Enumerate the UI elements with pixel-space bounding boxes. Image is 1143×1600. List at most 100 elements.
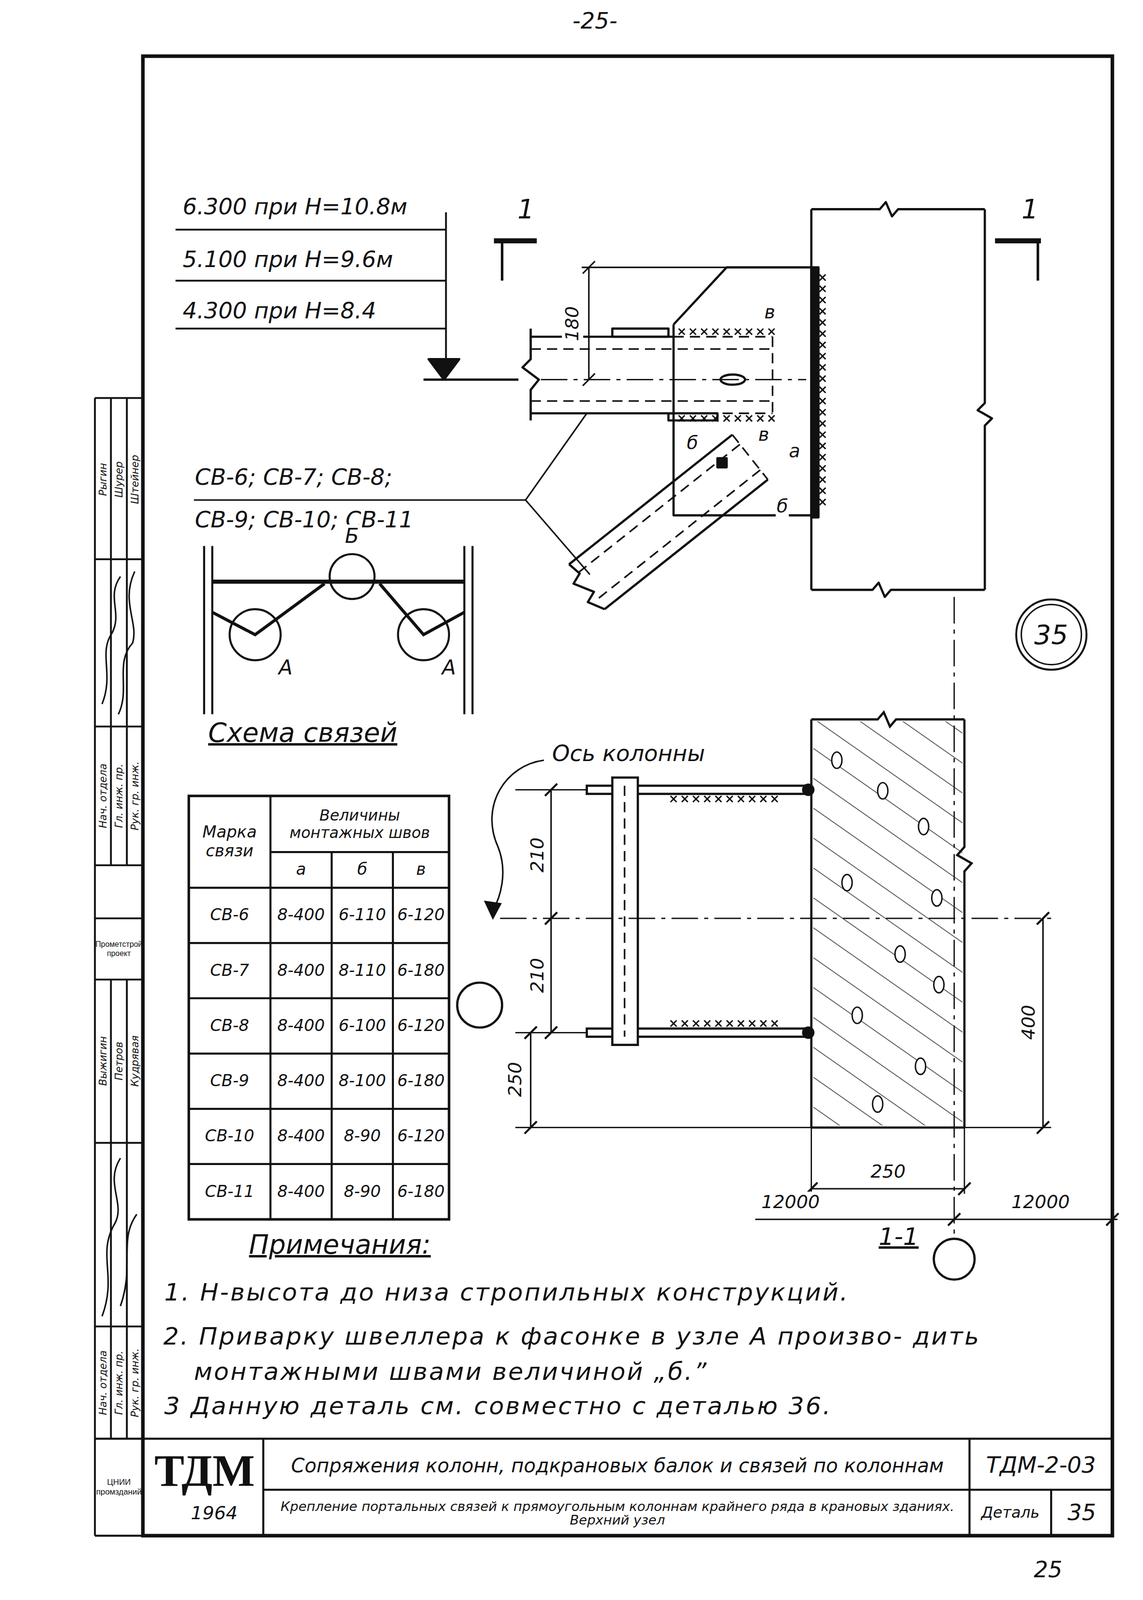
section-view [530,789,1118,1220]
top-view [576,435,768,601]
top-view [581,261,727,386]
weld-symbol [819,476,826,483]
weld-symbol [819,353,826,360]
table-cell: 8-400 [270,887,332,944]
weld-symbol [692,796,700,803]
weld-symbol [723,328,730,335]
weld-mark: а [787,440,801,463]
section-mark: 1 [516,194,536,225]
detail-caption: Деталь [969,1489,1052,1536]
approval-stamp [102,1158,137,1317]
weld-symbol [819,398,826,405]
sheet-frame [94,56,1113,1536]
top-view [175,202,1041,1240]
weld-mark: в [757,424,771,446]
table-cell: СВ-7 [188,943,271,999]
weld-symbol [819,465,826,472]
concrete-aggregate [915,1058,926,1075]
table-cell: 6-180 [392,1053,450,1109]
bracing-scheme [329,554,375,600]
top-view [530,336,773,414]
series-code: ТДМ-2-03 [969,1441,1113,1490]
table-cell: 6-120 [392,1109,450,1165]
top-view [673,267,812,516]
note: 3 Данную деталь см. совместно с деталью … [163,1392,833,1421]
weld-symbol [819,454,826,461]
approval-stamp [94,398,143,1536]
scheme-caption: Схема связей [207,717,399,749]
top-view [717,458,727,468]
weld-symbol [681,1020,689,1027]
weld-symbol [715,1020,722,1027]
sheet-title: Сопряжения колонн, подкрановых балок и с… [267,1442,968,1490]
top-view [494,238,1041,244]
weld-symbol [737,1020,745,1027]
section-view [623,785,626,1038]
organization: ЦНИИ промзданий [94,1439,143,1536]
table-header: а [270,852,332,888]
table-cell: СВ-6 [188,887,271,944]
table-cell: 8-90 [331,1109,393,1165]
weld-symbol [737,796,745,803]
stamp-role: Нач. отдела [96,1349,109,1417]
weld-symbol [771,796,778,803]
weld-symbol [670,274,827,1027]
section-view [803,784,814,796]
table-header: в [392,852,450,888]
dimension: 400 [1018,1004,1040,1042]
top-view [811,267,819,518]
table-cell: 8-400 [270,1053,332,1109]
weld-symbol [819,442,826,450]
stamp-role: Рук. гр. инж. [129,760,141,832]
stamp-role: Гл. инж. пр. [113,763,125,830]
detail-number: 35 [1051,1489,1113,1536]
weld-symbol [701,415,708,422]
section-view [492,760,544,911]
weld-symbol [819,308,826,315]
section-mark: 1 [1020,194,1040,225]
notes-heading: Примечания: [247,1229,432,1261]
stamp-name: Рыгин [96,462,109,497]
circle-outline [1016,599,1087,670]
weld-symbol [760,1020,767,1027]
node-letter: А [440,656,457,680]
section-view [485,902,501,918]
section-view [457,982,503,1028]
member-marks: СВ-6; СВ-7; СВ-8; [194,464,394,491]
weld-symbol [819,409,826,416]
level-mark: 6.300 при Н=10.8м [181,194,409,220]
dimension: 210 [527,957,549,995]
dimension: 12000 [1010,1191,1071,1214]
weld-symbol [819,431,826,438]
node-letter: Б [344,524,361,549]
weld-table [188,796,450,1220]
sheet-frame [94,1439,1113,1536]
weld-symbol [768,415,775,422]
weld-symbol [704,796,711,803]
weld-symbol [670,1020,677,1027]
top-view [194,413,590,575]
circle-outline [1021,604,1082,665]
table-cell: СВ-10 [188,1109,271,1165]
axis-label: Ось колонны [551,740,707,767]
weld-symbol [726,1020,734,1027]
sheet-subtitle: Крепление портальных связей к прямоуголь… [267,1490,968,1536]
weld-symbol [749,796,756,803]
detail-number-circle: 35 [1014,598,1088,672]
weld-symbol [726,796,734,803]
stamp-name: Кудрявая [129,1034,141,1088]
weld-symbol [681,796,689,803]
dimension: 250 [869,1161,907,1183]
weld-symbol [704,1020,711,1027]
weld-symbol [819,487,826,495]
table-cell: 6-120 [392,998,450,1054]
table-cell: 6-110 [331,887,393,944]
stamp-name: Шурер [113,460,125,499]
table-cell: 6-100 [331,998,393,1054]
detail-number: 35 [1034,620,1068,650]
concrete-aggregate [842,874,853,891]
concrete-aggregate [852,1007,863,1024]
table-cell: 8-100 [331,1053,393,1109]
table-header: Величины монтажных швов [270,796,450,853]
weld-symbol [712,328,719,335]
